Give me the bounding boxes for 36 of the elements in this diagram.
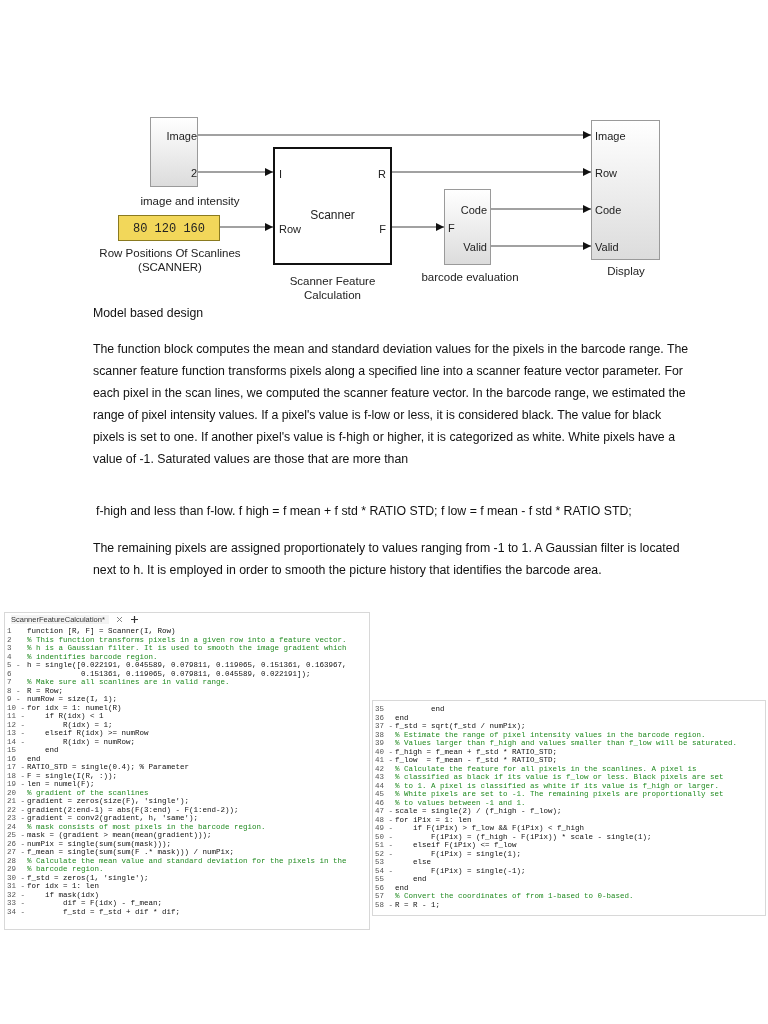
port-label: Row: [595, 167, 617, 179]
block-caption: Display: [606, 264, 646, 278]
port-label: F: [448, 222, 455, 234]
arrow: [490, 204, 592, 214]
block-caption: image and intensity: [139, 194, 241, 208]
heading: Model based design: [93, 305, 204, 322]
block-caption: Row Positions Of Scanlines (SCANNER): [98, 246, 242, 274]
block-caption: Scanner Feature Calculation: [288, 274, 377, 302]
port-label: R: [378, 168, 386, 180]
constant-value: 80 120 160: [132, 223, 206, 235]
block: [444, 189, 491, 265]
paragraph: The function block computes the mean and standard deviation values for the pixels in the barcode range. The scanner feature function transforms pixels along a specified line into a scanner feature vector parameter. For each pixel in the scan lines, we computed the scanner feature vector. In the barcode range, we estimated the range of pixel intensity values. If a pixel's value is f-low or less, it is considered black. The value for black pixels is set to one. If another pixel's value is f-high or higher, it is categorized as white. White pixels have a value of -1. Saturated values are those that are more than: [93, 341, 689, 468]
port-label: Code: [595, 204, 622, 216]
paragraph: f-high and less than f-low. f high = f mean + f std * RATIO STD; f low = f mean - f std * RATIO STD;: [96, 503, 633, 520]
port-label: I: [279, 168, 283, 180]
block: [150, 117, 198, 187]
function-block: [273, 147, 392, 265]
block-caption: barcode evaluation: [420, 270, 520, 284]
paragraph: The remaining pixels are assigned proportionately to values ranging from -1 to 1. A Gaussian filter is located next to h. It is employed in order to smooth the picture history that identifies the barcode area.: [93, 540, 681, 579]
block: [591, 120, 660, 260]
arrow: [197, 130, 592, 140]
arrow: [219, 222, 274, 232]
arrow: [391, 167, 592, 177]
block-title: Scanner: [309, 209, 356, 221]
port-label: F: [379, 223, 386, 235]
port-label: Code: [460, 204, 487, 216]
port-label: Valid: [463, 241, 487, 253]
port-label: 2: [190, 167, 197, 179]
port-label: Row: [279, 223, 301, 235]
port-label: Image: [595, 130, 626, 142]
arrow: [197, 167, 274, 177]
arrow: [391, 222, 445, 232]
constant-block: [118, 215, 220, 241]
arrow: [490, 241, 592, 251]
port-label: Valid: [595, 241, 619, 253]
port-label: Image: [166, 130, 197, 142]
